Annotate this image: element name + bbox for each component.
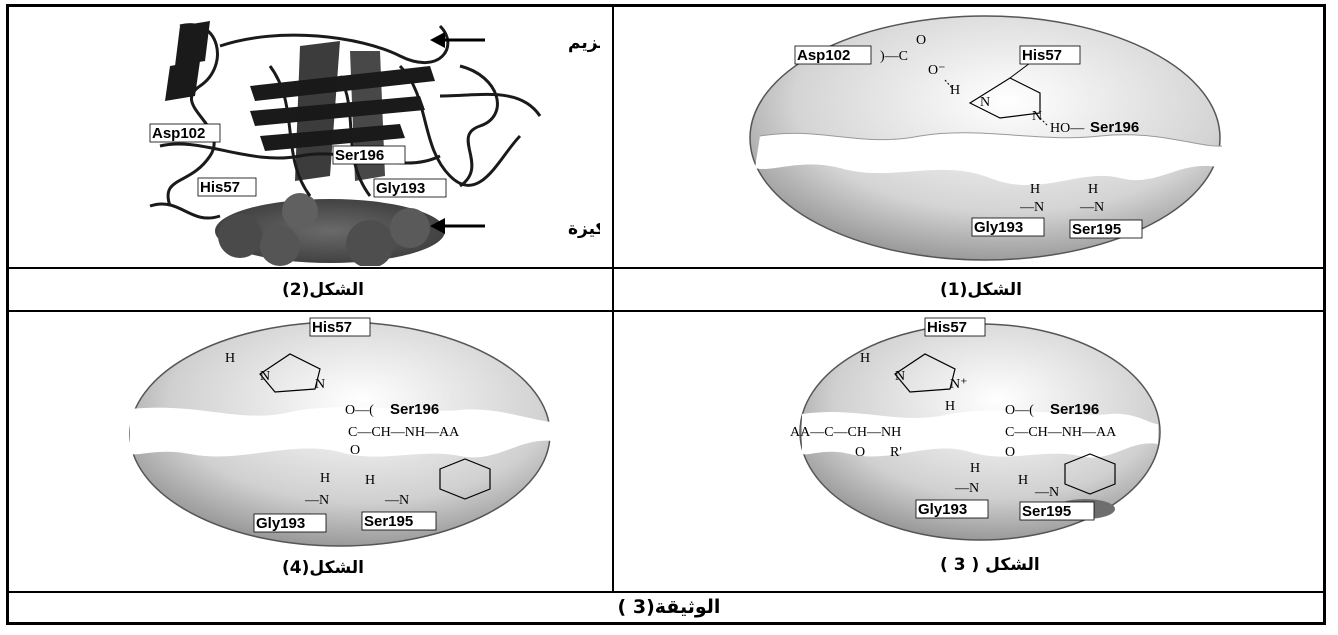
svg-text:—N: —N [1034, 485, 1059, 500]
svg-text:AA—C—CH—NH: AA—C—CH—NH [790, 425, 901, 440]
svg-text:H: H [1088, 182, 1098, 197]
figure-1-active-site: Asp102 )—C O O⁻ H N N His57 HO— Ser196 H… [749, 15, 1223, 261]
substrate-blob [215, 193, 445, 266]
svg-text:C—CH—NH—AA: C—CH—NH—AA [348, 425, 460, 440]
label-asp102: Asp102 [797, 47, 850, 64]
label-gly193: Gly193 [974, 219, 1023, 236]
svg-text:O—(: O—( [345, 403, 374, 418]
svg-text:—N: —N [954, 481, 979, 496]
svg-text:O—(: O—( [1005, 403, 1034, 418]
caption-figure-2: الشكل(2) [282, 280, 364, 300]
label-his57: His57 [200, 179, 240, 196]
label-gly193: Gly193 [918, 501, 967, 518]
label-ser196: Ser196 [1050, 401, 1099, 418]
divider-row3 [6, 591, 1326, 593]
figure-3-tetrahedral-intermediate: His57 H N N⁺ H AA—C—CH—NH O R' O—( Ser19… [790, 317, 1161, 541]
label-his57: His57 [1022, 47, 1062, 64]
label-asp102: Asp102 [152, 125, 205, 142]
arrow-substrate [430, 218, 485, 234]
caption-figure-1: الشكل(1) [940, 280, 1022, 300]
arrow-enzyme [430, 32, 485, 48]
figure-2-enzyme-ribbon: الإنزيم الركيزة Asp102 Ser196 His57 Gly1… [149, 21, 600, 266]
svg-text:—N: —N [384, 493, 409, 508]
label-ser196: Ser196 [390, 401, 439, 418]
svg-text:O: O [916, 33, 926, 48]
svg-text:H: H [860, 351, 870, 366]
caption-figure-4: الشكل(4) [282, 558, 364, 578]
figure-4-acyl-enzyme: His57 H N N O—( Ser196 C—CH—NH—AA O H H … [129, 317, 560, 547]
svg-text:N: N [315, 377, 325, 392]
svg-text:C—CH—NH—AA: C—CH—NH—AA [1005, 425, 1117, 440]
label-ser195: Ser195 [364, 513, 413, 530]
label-his57: His57 [927, 319, 967, 336]
svg-text:H: H [950, 83, 960, 98]
svg-text:N: N [1032, 109, 1042, 124]
caption-figure-3: الشكل ( 3 ) [940, 555, 1040, 575]
svg-text:H: H [320, 471, 330, 486]
svg-text:)—C: )—C [880, 49, 908, 64]
label-gly193: Gly193 [376, 180, 425, 197]
svg-text:—N: —N [1079, 200, 1104, 215]
svg-text:N⁺: N⁺ [950, 377, 968, 392]
column-divider [612, 4, 614, 592]
label-ser196: Ser196 [335, 147, 384, 164]
svg-text:N: N [980, 95, 990, 110]
svg-text:O: O [855, 445, 865, 460]
svg-text:H: H [970, 461, 980, 476]
svg-text:O: O [350, 443, 360, 458]
svg-text:HO—: HO— [1050, 121, 1085, 136]
svg-text:H: H [1030, 182, 1040, 197]
label-gly193: Gly193 [256, 515, 305, 532]
svg-text:—N: —N [1019, 200, 1044, 215]
svg-text:H: H [225, 351, 235, 366]
svg-text:H: H [945, 399, 955, 414]
svg-text:—N: —N [304, 493, 329, 508]
label-his57: His57 [312, 319, 352, 336]
svg-text:N: N [260, 369, 270, 384]
divider-row1 [6, 267, 1326, 269]
label-ser196: Ser196 [1090, 119, 1139, 136]
label-substrate: الركيزة [568, 219, 600, 239]
svg-text:H: H [1018, 473, 1028, 488]
svg-text:N: N [895, 369, 905, 384]
svg-text:O: O [1005, 445, 1015, 460]
svg-text:R': R' [890, 445, 902, 460]
label-ser195: Ser195 [1072, 221, 1121, 238]
svg-text:H: H [365, 473, 375, 488]
label-ser195: Ser195 [1022, 503, 1071, 520]
label-enzyme: الإنزيم [568, 33, 600, 53]
svg-text:O⁻: O⁻ [928, 63, 946, 78]
document-title: الوثيقة(3 ) [617, 596, 721, 618]
divider-row2 [6, 310, 1326, 312]
